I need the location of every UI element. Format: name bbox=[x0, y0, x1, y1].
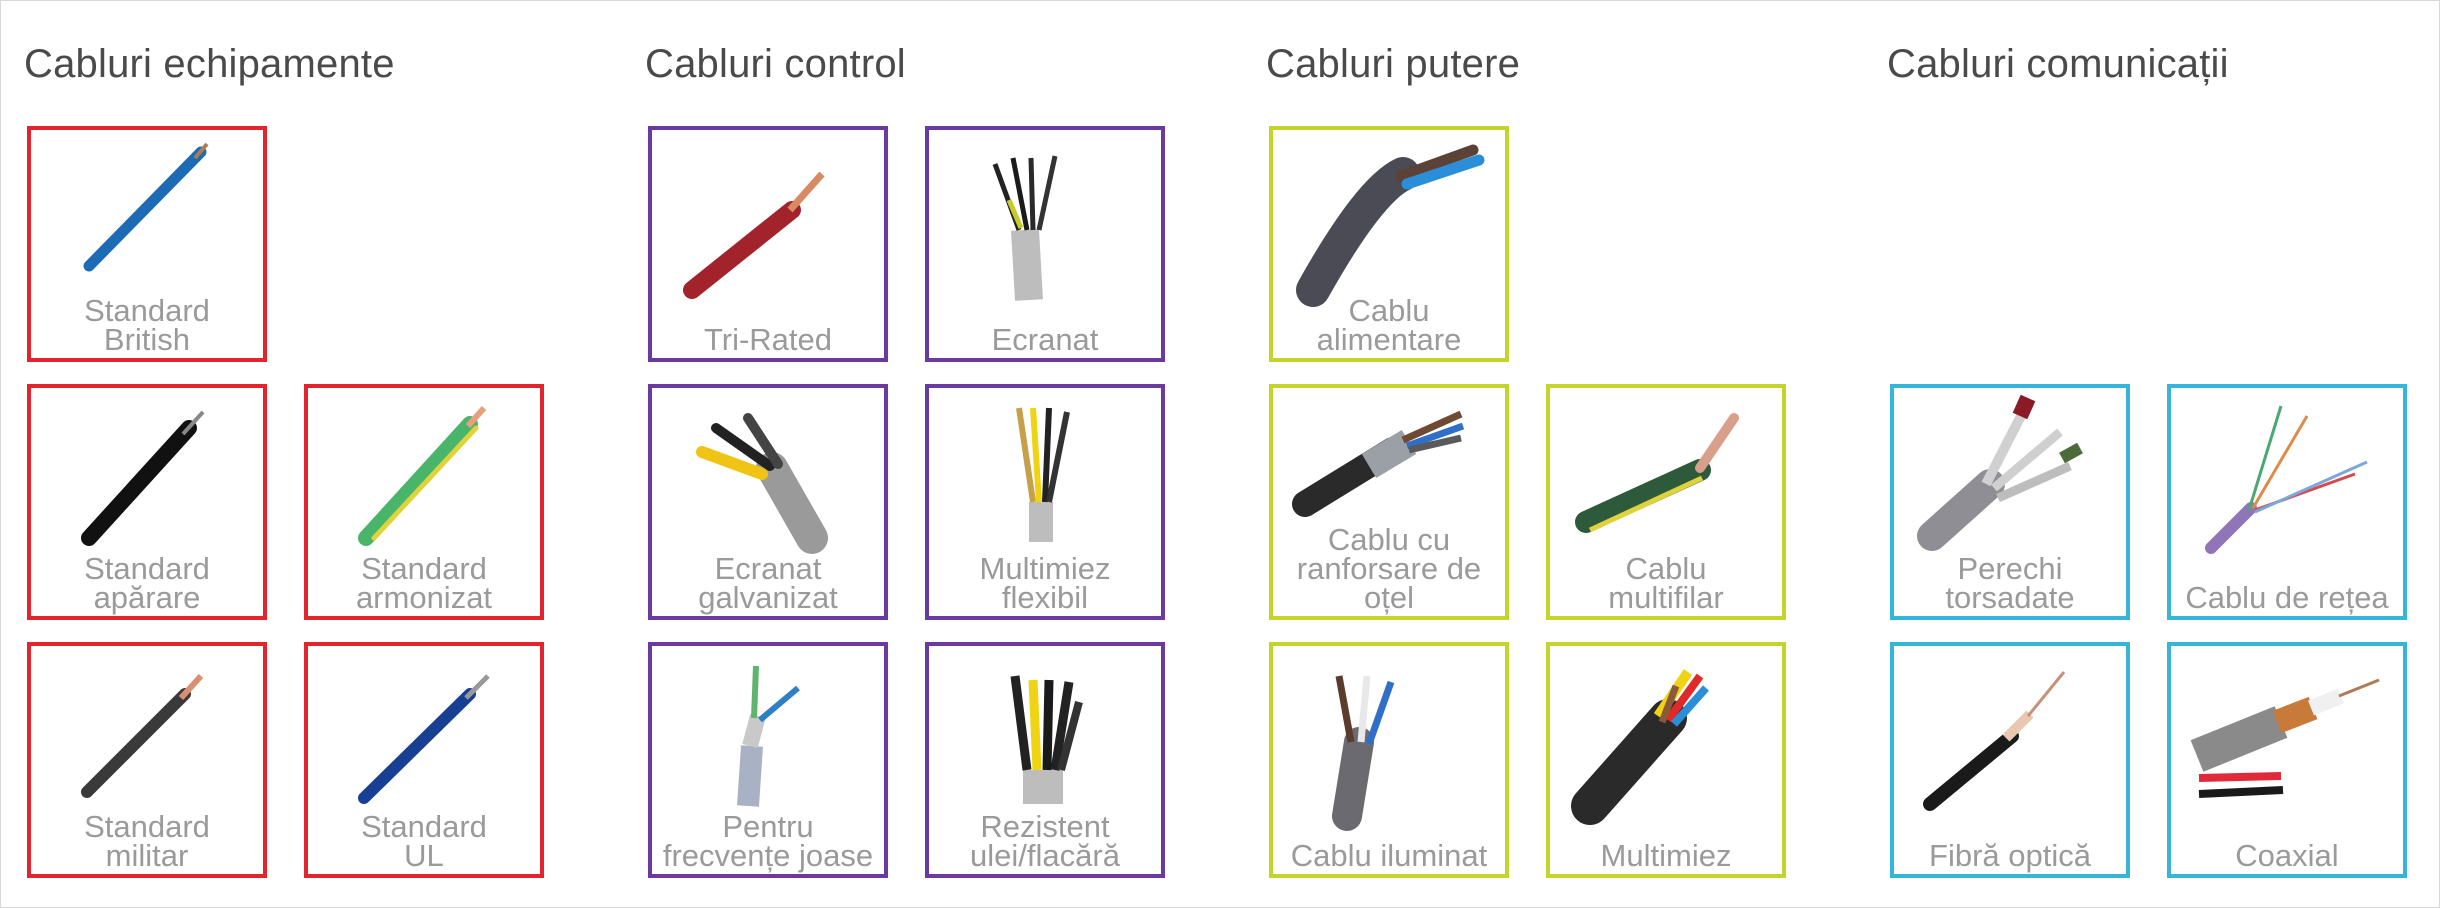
label-line: Rezistent bbox=[980, 809, 1110, 844]
label-line: Multimiez bbox=[1600, 838, 1732, 873]
label-line: Cablu cu bbox=[1327, 522, 1451, 557]
card-label: Cablu multifilar bbox=[1550, 551, 1782, 615]
label-line: ulei/flacără bbox=[970, 838, 1120, 873]
card-label: Standard apărare bbox=[31, 551, 263, 615]
card-label: Coaxial bbox=[2171, 838, 2403, 873]
label-line: Fibră optică bbox=[1929, 838, 2091, 873]
label-line: British bbox=[103, 322, 191, 357]
green-yellow-wire-icon bbox=[358, 406, 487, 546]
label-line: oțel bbox=[1364, 580, 1414, 615]
label-line: Cablu bbox=[1348, 293, 1430, 328]
label-line: armonizat bbox=[355, 580, 493, 615]
screened-cable-icon bbox=[992, 155, 1058, 301]
card-label: Multimiez flexibil bbox=[929, 551, 1161, 615]
card-label: Perechi torsadate bbox=[1894, 551, 2126, 615]
card-multimiez-flexibil[interactable]: Multimiez flexibil bbox=[925, 384, 1165, 620]
section-title: Cabluri echipamente bbox=[24, 42, 395, 86]
oil-flame-resistant-cable-icon bbox=[1010, 675, 1083, 804]
label-line: frecvențe joase bbox=[662, 838, 874, 873]
card-cablu-multifilar[interactable]: Cablu multifilar bbox=[1546, 384, 1786, 620]
power-cable-icon bbox=[1296, 144, 1485, 307]
label-line: multifilar bbox=[1608, 580, 1724, 615]
section-title: Cabluri comunicații bbox=[1887, 42, 2229, 86]
coaxial-cable-icon bbox=[2190, 678, 2380, 798]
label-line: Cablu bbox=[1625, 551, 1707, 586]
label-line: Perechi bbox=[1957, 551, 2063, 586]
fiber-optic-cable-icon bbox=[1923, 671, 2066, 811]
card-standard-ul[interactable]: Standard UL bbox=[304, 642, 544, 878]
twisted-pair-cable-icon bbox=[1917, 394, 2083, 551]
card-standard-aparare[interactable]: Standard apărare bbox=[27, 384, 267, 620]
label-line: galvanizat bbox=[698, 580, 838, 615]
network-cable-icon bbox=[2205, 405, 2368, 554]
label-line: Tri-Rated bbox=[703, 322, 833, 357]
card-label: Standard British bbox=[31, 293, 263, 357]
card-multimiez[interactable]: Multimiez bbox=[1546, 642, 1786, 878]
label-line: Standard bbox=[84, 293, 210, 328]
armoured-cable-icon bbox=[1292, 410, 1465, 517]
label-line: Coaxial bbox=[2235, 838, 2339, 873]
label-line: Standard bbox=[84, 809, 210, 844]
section-title: Cabluri control bbox=[645, 42, 906, 86]
card-label: Cablu alimentare bbox=[1273, 293, 1505, 357]
card-label: Fibră optică bbox=[1894, 838, 2126, 873]
dark-wire-icon bbox=[81, 673, 204, 798]
card-label: Multimiez bbox=[1550, 838, 1782, 873]
card-ranforsare-otel[interactable]: Cablu cu ranforsare de oțel bbox=[1269, 384, 1509, 620]
card-standard-armonizat[interactable]: Standard armonizat bbox=[304, 384, 544, 620]
black-wire-icon bbox=[81, 410, 205, 546]
label-line: Pentru bbox=[722, 809, 814, 844]
label-line: Cablu iluminat bbox=[1290, 838, 1488, 873]
card-ecranat-galvanizat[interactable]: Ecranat galvanizat bbox=[648, 384, 888, 620]
card-coaxial[interactable]: Coaxial bbox=[2167, 642, 2407, 878]
card-cablu-alimentare[interactable]: Cablu alimentare bbox=[1269, 126, 1509, 362]
label-line: Standard bbox=[84, 551, 210, 586]
dark-blue-wire-icon bbox=[358, 674, 490, 804]
red-wire-icon bbox=[683, 171, 825, 299]
card-label: Standard UL bbox=[308, 809, 540, 873]
card-standard-british[interactable]: Standard British bbox=[27, 126, 267, 362]
card-label: Tri-Rated bbox=[652, 322, 884, 357]
card-frecvente-joase[interactable]: Pentru frecvențe joase bbox=[648, 642, 888, 878]
card-ecranat[interactable]: Ecranat bbox=[925, 126, 1165, 362]
multi-strand-cable-icon bbox=[1575, 413, 1739, 533]
card-label: Rezistent ulei/flacără bbox=[929, 809, 1161, 873]
label-line: torsadate bbox=[1945, 580, 2075, 615]
label-line: ranforsare de bbox=[1296, 551, 1482, 586]
card-label: Cablu cu ranforsare de oțel bbox=[1273, 522, 1505, 615]
lighting-cable-icon bbox=[1332, 675, 1395, 831]
card-fibra-optica[interactable]: Fibră optică bbox=[1890, 642, 2130, 878]
card-label: Standard armonizat bbox=[308, 551, 540, 615]
multicore-cable-icon bbox=[1571, 669, 1709, 825]
label-line: militar bbox=[105, 838, 189, 873]
blue-wire-icon bbox=[83, 142, 209, 272]
card-cablu-iluminat[interactable]: Cablu iluminat bbox=[1269, 642, 1509, 878]
card-standard-militar[interactable]: Standard militar bbox=[27, 642, 267, 878]
flexible-multicore-cable-icon bbox=[1016, 407, 1070, 542]
card-cablu-retea[interactable]: Cablu de rețea bbox=[2167, 384, 2407, 620]
low-frequency-cable-icon bbox=[737, 665, 800, 807]
label-line: UL bbox=[404, 838, 444, 873]
card-label: Ecranat bbox=[929, 322, 1161, 357]
label-line: Multimiez bbox=[979, 551, 1111, 586]
card-label: Cablu iluminat bbox=[1273, 838, 1505, 873]
label-line: Cablu de rețea bbox=[2185, 580, 2389, 615]
label-line: apărare bbox=[93, 580, 201, 615]
card-tri-rated[interactable]: Tri-Rated bbox=[648, 126, 888, 362]
label-line: Ecranat bbox=[991, 322, 1099, 357]
section-title: Cabluri putere bbox=[1266, 42, 1521, 86]
label-line: Standard bbox=[361, 809, 487, 844]
card-perechi-torsadate[interactable]: Perechi torsadate bbox=[1890, 384, 2130, 620]
card-label: Ecranat galvanizat bbox=[652, 551, 884, 615]
label-line: alimentare bbox=[1316, 322, 1462, 357]
label-line: Standard bbox=[361, 551, 487, 586]
card-label: Cablu de rețea bbox=[2171, 580, 2403, 615]
grey-multicore-cable-icon bbox=[696, 413, 828, 554]
card-label: Standard militar bbox=[31, 809, 263, 873]
card-rezistent-ulei-flacara[interactable]: Rezistent ulei/flacără bbox=[925, 642, 1165, 878]
label-line: Ecranat bbox=[714, 551, 822, 586]
label-line: flexibil bbox=[1001, 580, 1089, 615]
card-label: Pentru frecvențe joase bbox=[652, 809, 884, 873]
